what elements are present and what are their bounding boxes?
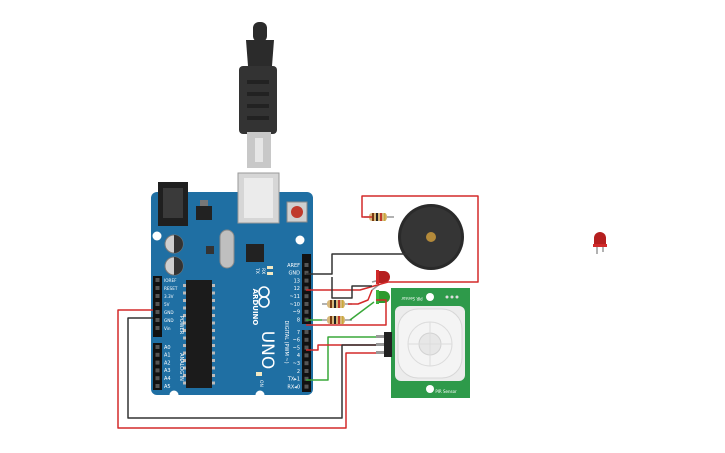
digital-pin-label: GND — [289, 271, 301, 277]
on-led — [256, 372, 262, 376]
digital-pin-hole[interactable] — [304, 270, 309, 275]
digital-pin-label: 8 — [297, 317, 300, 323]
board-model: UNO — [257, 331, 277, 370]
wire-buzzer-signal — [306, 195, 479, 291]
power-pin-label: GND — [164, 310, 174, 315]
digital-pin-hole[interactable] — [304, 345, 309, 350]
wire-led-ground — [331, 277, 372, 299]
green-led[interactable] — [376, 290, 390, 304]
analog-pin-label: A2 — [164, 360, 171, 366]
digital-pin-hole[interactable] — [304, 309, 309, 314]
reset-button[interactable] — [286, 201, 308, 223]
mounting-hole — [169, 390, 179, 400]
analog-pin-hole[interactable] — [155, 345, 160, 349]
power-pin-hole[interactable] — [155, 278, 160, 282]
wire-green-led-anode — [349, 301, 375, 321]
digital-pin-hole[interactable] — [304, 384, 309, 389]
power-pin-hole[interactable] — [155, 318, 160, 322]
digital-pin-label: ~3 — [293, 361, 300, 367]
digital-pin-label: 13 — [294, 278, 300, 284]
power-pin-label: 3.3V — [164, 294, 174, 299]
digital-pin-label: RX◂0 — [287, 384, 300, 390]
pir-motion-sensor[interactable]: PIR Sensor PIR Sensor — [376, 288, 470, 398]
power-pin-hole[interactable] — [155, 310, 160, 314]
digital-pin-label: AREF — [287, 263, 300, 269]
red-led[interactable] — [371, 270, 390, 291]
wire-pir-5v — [117, 309, 376, 429]
analog-pin-hole[interactable] — [155, 368, 160, 373]
resistor-red-led[interactable] — [322, 300, 352, 308]
resistor-green-led[interactable] — [322, 316, 352, 324]
analog-pin-hole[interactable] — [155, 384, 160, 388]
digital-pin-hole[interactable] — [304, 353, 309, 358]
analog-pin-label: A4 — [164, 376, 171, 382]
resistor-buzzer[interactable] — [364, 213, 394, 221]
digital-section-label: DIGITAL (PWM ~) — [283, 320, 289, 363]
digital-pin-label: ~11 — [289, 294, 300, 300]
tx-led-label: TX — [254, 267, 260, 274]
analog-pin-label: A1 — [164, 353, 171, 359]
arduino-logo-icon — [258, 286, 270, 308]
analog-pin-label: A0 — [164, 345, 171, 351]
analog-pin-hole[interactable] — [155, 360, 160, 365]
digital-pin-label: ~10 — [289, 302, 300, 308]
power-pin-label: RESET — [164, 286, 178, 291]
pir-bottom-label: PIR Sensor — [435, 389, 457, 394]
wires[interactable] — [117, 195, 479, 429]
power-pin-hole[interactable] — [155, 286, 160, 290]
digital-pin-hole[interactable] — [304, 330, 309, 334]
power-pin-label: Vin — [164, 326, 171, 331]
power-pin-hole[interactable] — [155, 302, 160, 306]
digital-pin-label: ~9 — [293, 310, 300, 316]
digital-pin-label: TX▸1 — [287, 377, 300, 383]
usb-cable[interactable] — [239, 22, 277, 168]
power-header[interactable] — [153, 276, 162, 390]
wire-red-led-pin — [348, 289, 373, 305]
digital-pin-hole[interactable] — [304, 337, 309, 342]
power-pin-label: GND — [164, 318, 174, 323]
power-pin-hole[interactable] — [155, 326, 160, 330]
analog-pin-hole[interactable] — [155, 376, 160, 381]
analog-pin-hole[interactable] — [155, 352, 160, 357]
digital-pin-label: 2 — [297, 369, 300, 375]
digital-pin-hole[interactable] — [304, 278, 309, 283]
digital-pin-hole[interactable] — [304, 263, 309, 267]
rx-led-label: RX — [260, 268, 266, 274]
mounting-hole — [295, 235, 305, 245]
digital-pin-label: 4 — [297, 353, 300, 359]
digital-pin-label: 7 — [297, 330, 300, 336]
power-pin-label: 5V — [164, 302, 170, 307]
analog-pin-label: A5 — [164, 384, 171, 390]
digital-pin-label: ~6 — [293, 338, 300, 344]
wire-green-led-ground — [306, 299, 387, 326]
board-brand: ARDUINO — [251, 289, 259, 326]
pir-top-label: PIR Sensor — [401, 296, 423, 301]
digital-pin-hole[interactable] — [304, 361, 309, 366]
digital-pin-label: 12 — [294, 286, 300, 292]
digital-pin-label: ~5 — [293, 345, 300, 351]
analog-section-label: ANALOG IN — [178, 353, 184, 381]
digital-pin-hole[interactable] — [304, 294, 309, 299]
digital-pin-hole[interactable] — [304, 286, 309, 291]
power-pin-hole[interactable] — [155, 294, 160, 298]
wire-buzzer-ground — [306, 253, 410, 275]
wire-pir-power — [306, 344, 376, 351]
crystal-oscillator — [219, 229, 235, 269]
digital-pin-hole[interactable] — [304, 302, 309, 306]
digital-pin-hole[interactable] — [304, 369, 309, 373]
digital-pin-hole[interactable] — [304, 376, 309, 381]
mounting-hole — [152, 231, 162, 241]
wire-pir-ground — [127, 317, 376, 419]
power-section-label: POWER — [178, 316, 184, 335]
piezo-buzzer[interactable] — [398, 204, 464, 270]
wire-pir-output — [306, 336, 376, 381]
mounting-hole — [255, 390, 265, 400]
atmega-chip — [183, 280, 215, 388]
analog-pin-label: A3 — [164, 368, 171, 374]
power-pin-label: IOREF — [164, 278, 177, 283]
on-label: ON — [258, 380, 264, 387]
spare-red-led[interactable] — [593, 232, 607, 254]
